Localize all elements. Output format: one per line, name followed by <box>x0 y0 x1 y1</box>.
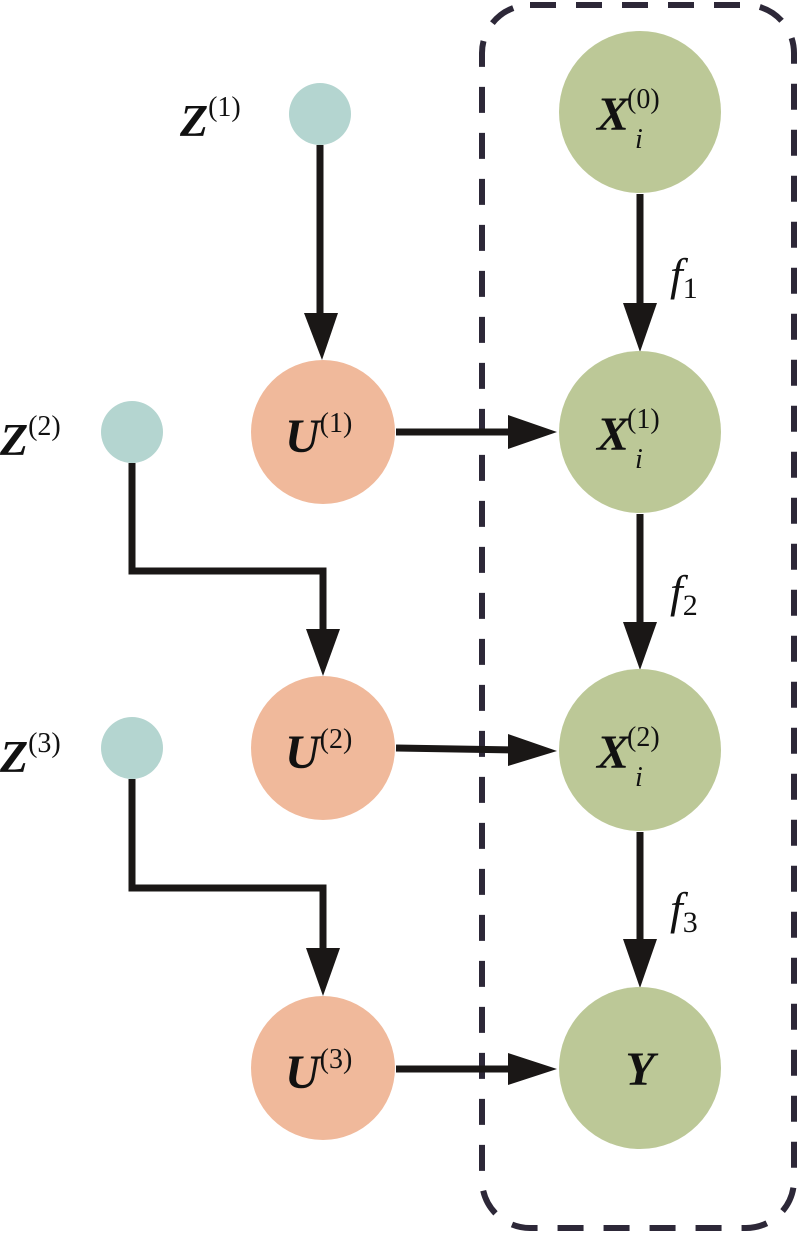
node-u1-circle <box>251 360 395 504</box>
node-x2-subscript: i <box>635 762 643 793</box>
node-u3[interactable]: U(3) <box>251 996 395 1140</box>
node-u1[interactable]: U(1) <box>251 360 395 504</box>
node-u2[interactable]: U(2) <box>251 676 395 820</box>
edge-label-f3: f3 <box>670 883 698 939</box>
dashed-group-box <box>479 2 797 1231</box>
edge-label-f2: f2 <box>670 566 698 622</box>
node-z1-label: Z(1) <box>179 92 241 146</box>
edge-labels-layer: f1 f2 f3 <box>670 249 698 939</box>
arrowhead-z2-u2 <box>306 629 340 676</box>
node-u1-label: U(1) <box>285 408 352 463</box>
x-nodes-layer: X(0) i X(1) i X(2) i Y <box>559 31 721 1149</box>
node-x0[interactable]: X(0) i <box>559 31 721 193</box>
u-nodes-layer: U(1) U(2) U(3) <box>251 360 395 1140</box>
arrowhead-u3-y <box>508 1053 557 1085</box>
edge-z2-u2 <box>128 463 327 634</box>
node-u2-circle <box>251 676 395 820</box>
arrowhead-x0-x1 <box>623 303 657 352</box>
edges-layer <box>128 145 657 1085</box>
arrowhead-u1-x1 <box>508 415 557 449</box>
node-x2-circle <box>559 669 721 831</box>
node-z2-label: Z(2) <box>0 411 61 465</box>
node-x1-circle <box>559 351 721 513</box>
node-y-label: Y <box>625 1043 658 1096</box>
node-x1-label: X(1) <box>595 404 660 461</box>
node-u3-circle <box>251 996 395 1140</box>
node-x2[interactable]: X(2) i <box>559 669 721 831</box>
node-z1[interactable]: Z(1) <box>179 83 351 146</box>
edge-label-f1: f1 <box>670 249 698 305</box>
node-x1[interactable]: X(1) i <box>559 351 721 513</box>
arrowhead-x2-y <box>623 939 657 988</box>
node-z2-circle <box>101 401 163 463</box>
node-u2-label: U(2) <box>285 724 352 779</box>
node-z3[interactable]: Z(3) <box>0 717 163 782</box>
node-x1-subscript: i <box>635 444 643 475</box>
node-x0-circle <box>559 31 721 193</box>
node-z3-label: Z(3) <box>0 728 61 782</box>
node-y-circle <box>559 987 721 1149</box>
node-z2[interactable]: Z(2) <box>0 401 163 465</box>
node-u3-label: U(3) <box>285 1044 352 1099</box>
node-y[interactable]: Y <box>559 987 721 1149</box>
z-nodes-layer: Z(1) Z(2) Z(3) <box>0 83 351 782</box>
arrowhead-z1-u1 <box>304 313 338 360</box>
edge-u2-x2 <box>395 744 516 754</box>
node-x0-subscript: i <box>635 124 643 155</box>
node-x0-label: X(0) <box>595 84 660 141</box>
edge-z3-u3 <box>128 779 327 953</box>
node-x2-label: X(2) <box>595 722 660 779</box>
arrowhead-z3-u3 <box>306 948 340 996</box>
arrowhead-x1-x2 <box>623 622 657 670</box>
node-z1-circle <box>289 83 351 145</box>
node-z3-circle <box>101 717 163 779</box>
arrowhead-u2-x2 <box>508 734 557 766</box>
